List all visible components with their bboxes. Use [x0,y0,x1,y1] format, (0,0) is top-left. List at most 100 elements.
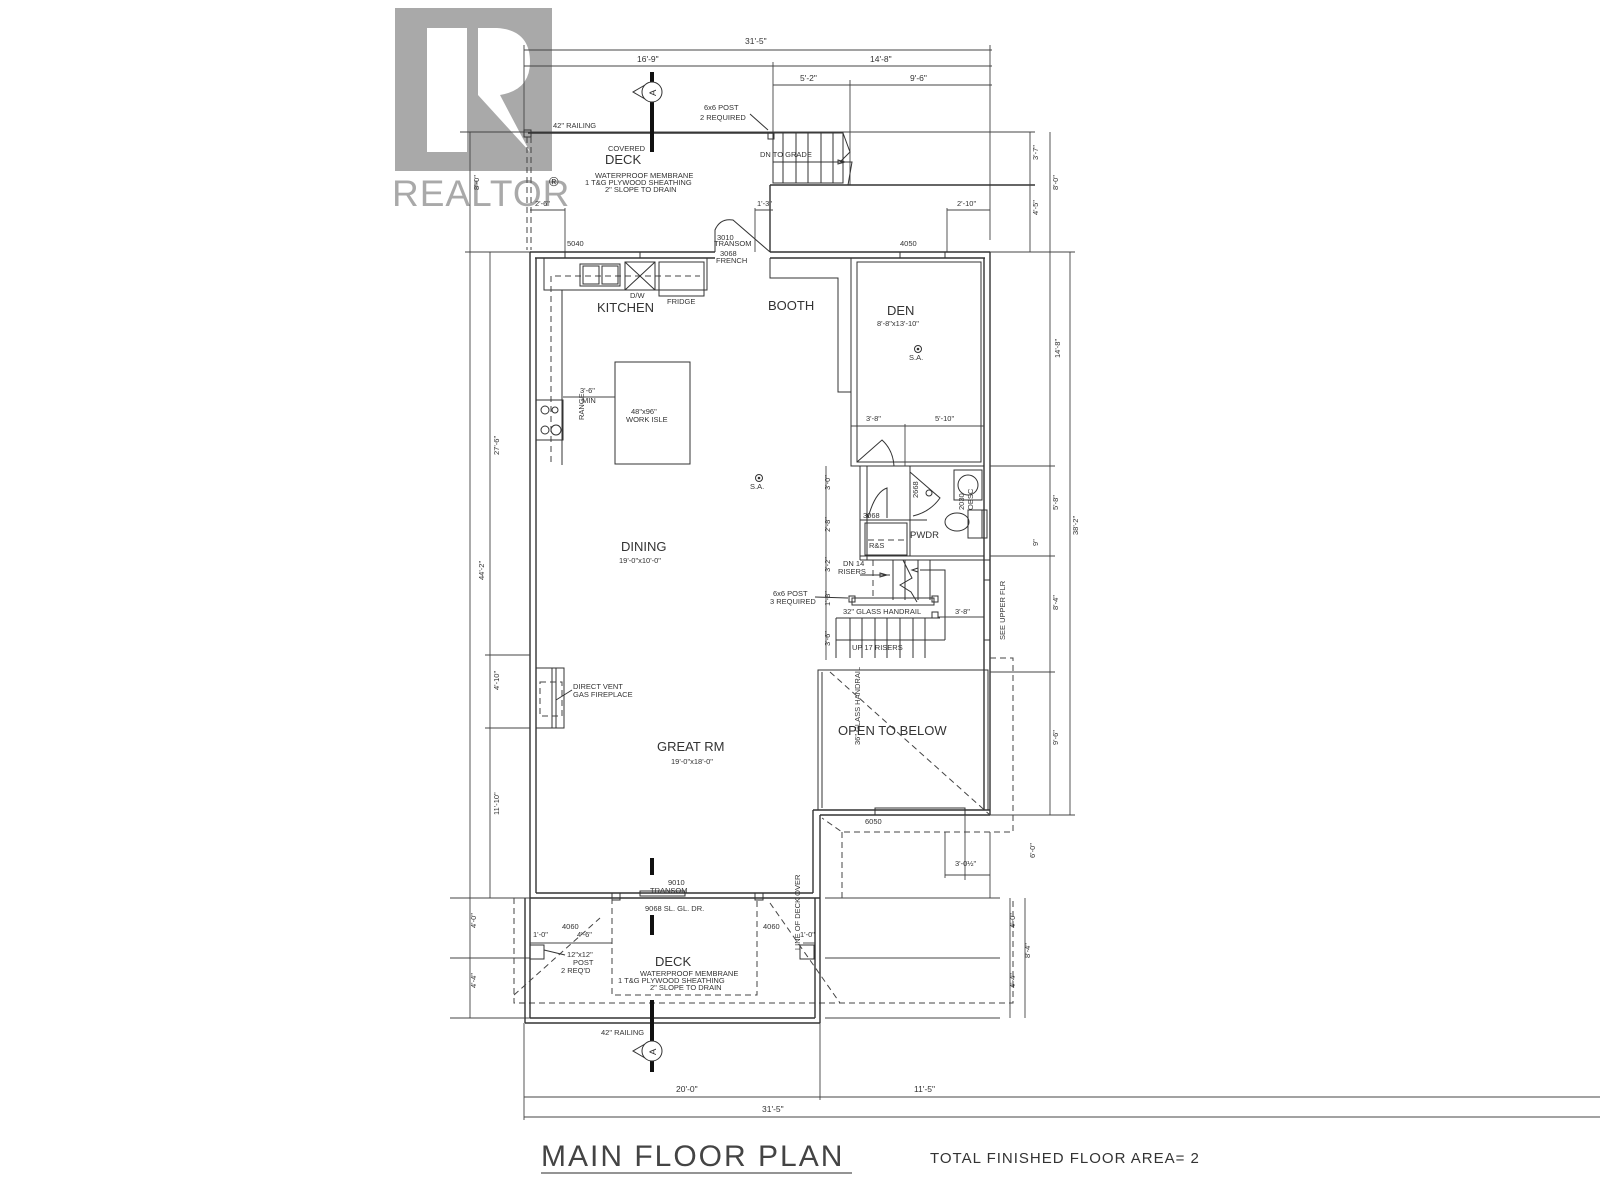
dim-deck-1-3: 1'-3" [757,199,772,208]
dim-bottom-11-5: 11'-5" [914,1084,935,1094]
dim-right-8-4b: 8'-4" [1023,943,1032,958]
label-door-3068: 3068 [863,511,880,520]
top-dimensions: 31'-5" 16'-9" 14'-8" 5'-2" 9'-6" [523,36,992,240]
label-slider-door: 9068 SL. GL. DR. [645,904,704,913]
label-fireplace-1: DIRECT VENT [573,682,623,691]
dim-right-9: 9" [1031,539,1040,546]
dim-deck-1-0-left: 1'-0" [533,930,548,939]
dim-right-4-0: 4'-0" [1008,913,1017,928]
window-6050: 6050 [865,817,882,826]
label-work-isle: WORK ISLE [626,415,668,424]
dim-left-8-0: 8'-0" [472,175,481,190]
window-obsc: OBSC [966,488,975,510]
dim-5-2: 5'-2" [800,73,817,83]
label-railing-bottom: 42" RAILING [601,1028,644,1037]
label-risers: RISERS [838,567,866,576]
dim-stair-3-8: 3'-8" [955,607,970,616]
label-post-stair-1: 6x6 POST [773,589,808,598]
label-dn-to-grade: DN TO GRADE [760,150,812,159]
dim-right-4-5: 4'-5" [1031,200,1040,215]
room-den: DEN [887,303,914,318]
room-great-rm-size: 19'-0"x18'-0" [671,757,713,766]
label-post-top-1: 6x6 POST [704,103,739,112]
realtor-logo-icon [395,8,552,171]
kitchen-area: D/W FRIDGE KITCHEN BOOTH RANGE 3'-6" MIN… [535,258,851,465]
dim-right-5-8: 5'-8" [1051,495,1060,510]
room-dining: DINING [621,539,667,554]
label-isle-size: 48"x96" [631,407,657,416]
room-great-rm: GREAT RM [657,739,724,754]
window-4060-right: 4060 [763,922,780,931]
label-range: RANGE [577,393,586,420]
label-door-2668: 2668 [911,481,920,498]
dim-den-3-8: 3'-8" [866,414,881,423]
dim-right-14-8: 14'-8" [1053,339,1062,358]
rear-deck-note-1: WATERPROOF MEMBRANE [640,969,738,978]
dim-den-5-10: 5'-10" [935,414,954,423]
room-booth: BOOTH [768,298,814,313]
rear-deck-name: DECK [655,954,691,969]
label-post-deck-2: POST [573,958,594,967]
room-kitchen: KITCHEN [597,300,654,315]
dim-right-4-4: 4'-4" [1008,973,1017,988]
dim-left-11-10: 11'-10" [492,792,501,815]
bottom-dimensions: 20'-0" 11'-5" 31'-5" [523,1023,1600,1120]
label-up-17-risers: UP 17 RISERS [852,643,903,652]
dim-right-6-0: 6'-0" [1028,843,1037,858]
powder-room-and-stairs: R&S 3068 2668 2030 OBSC PWDR DN 14 RISER… [770,466,1007,660]
dim-right-38-2: 38'-2" [1071,516,1080,535]
dim-right-9-6: 9'-6" [1051,730,1060,745]
label-3010: 3010 [717,233,734,242]
label-post-top-2: 2 REQUIRED [700,113,746,122]
label-glass-handrail-36: 36" GLASS HANDRAIL [853,667,862,745]
label-french: FRENCH [716,256,747,265]
left-dimensions: 8'-0" 44'-2" 27'-6" 4'-10" 11'-10" 4'-0"… [465,132,530,1019]
section-marker-top: A [632,72,663,152]
label-post-deck-1: 12"x12" [567,950,593,959]
dim-right-3-7: 3'-7" [1031,145,1040,160]
covered-deck-note-3: 2" SLOPE TO DRAIN [605,185,677,194]
covered-deck-name: DECK [605,152,641,167]
window-4060-left: 4060 [562,922,579,931]
dim-stair-2-8: 2'-8" [823,517,832,532]
dim-deck-4-6: 4'-6" [577,930,592,939]
realtor-watermark: REALTOR ® [392,8,569,214]
label-9010: 9010 [668,878,685,887]
rear-deck-area: 9010 TRANSOM 9068 SL. GL. DR. 12"x12" PO… [450,858,1014,1037]
dim-stair-3-2: 3'-2" [823,557,832,572]
room-den-size: 8'-8"x13'-10" [877,319,919,328]
smoke-alarm-label: S.A. [750,482,764,491]
label-railing-top: 42" RAILING [553,121,596,130]
dim-top-left: 16'-9" [637,54,659,64]
section-marker-bottom: A [632,1000,663,1072]
room-open-to-below: OPEN TO BELOW [838,723,947,738]
rear-deck-note-2: 1 T&G PLYWOOD SHEATHING [618,976,725,985]
right-dimensions: 3'-7" 4'-5" 8'-0" 14'-8" 5'-8" 9" 8'-4" … [989,132,1080,1018]
dim-top-overall: 31'-5" [745,36,767,46]
covered-deck-area: 42" RAILING 6x6 POST 2 REQUIRED COVERED … [460,103,1035,252]
label-post-stair-2: 3 REQUIRED [770,597,816,606]
dim-bottom-overall: 31'-5" [762,1104,784,1114]
window-4050: 4050 [900,239,917,248]
den-area: DEN 8'-8"x13'-10" S.A. 3'-8" 5'-10" [850,257,985,467]
dim-stair-3-6: 3'-6" [823,631,832,646]
covered-deck-note-1: WATERPROOF MEMBRANE [595,171,693,180]
french-door: 3010 TRANSOM 3068 FRENCH [714,219,771,265]
label-3068-french: 3068 [720,249,737,258]
window-2030: 2030 [957,493,966,510]
label-dn-14: DN 14 [843,559,864,568]
dim-3-0-half: 3'-0½" [955,859,977,868]
dim-clearance-min: MIN [582,396,596,405]
dining-great-room: DINING 19'-0"x10'-0" GREAT RM 19'-0"x18'… [535,539,724,766]
label-glass-handrail-32: 32" GLASS HANDRAIL [843,607,921,616]
dim-deck-1-0-right: 1'-0" [800,930,815,939]
dim-left-27-6: 27'-6" [492,436,501,455]
label-transom: TRANSOM [714,239,752,248]
window-5040: 5040 [567,239,584,248]
dim-top-right: 14'-8" [870,54,892,64]
dim-deck-2-6: 2'-6" [535,199,550,208]
dim-left-44-2: 44'-2" [477,561,486,580]
rear-deck-note-3: 2" SLOPE TO DRAIN [650,983,722,992]
label-9010-transom: TRANSOM [650,886,688,895]
